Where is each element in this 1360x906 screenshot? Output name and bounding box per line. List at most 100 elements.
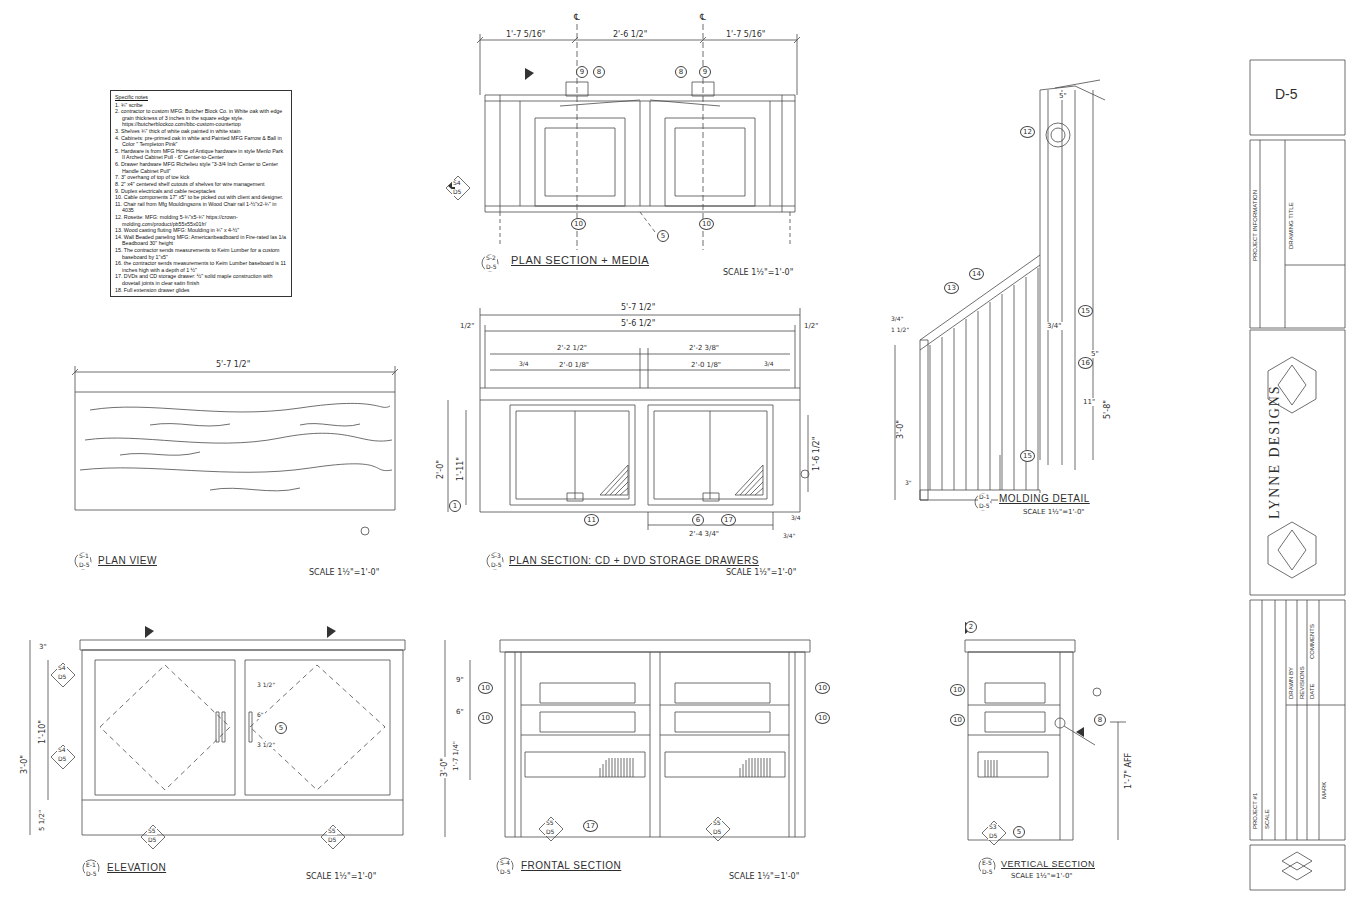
notes-heading: Specific notes: [115, 94, 287, 101]
dimension-text: 3 1/2": [256, 682, 276, 689]
note-item: 2. contractor to custom MFG: Butcher Blo…: [115, 108, 287, 128]
dimension-text: 6": [256, 712, 265, 719]
dimension-text: 1'-7 1/4": [452, 740, 460, 772]
callout-number: 10: [950, 714, 965, 726]
title-block-text: DRAWING TITLE: [1288, 201, 1295, 250]
callout-number: 10: [815, 712, 830, 724]
dimension-text: 1'-10": [38, 719, 47, 745]
title-block-text: D-5: [1274, 86, 1299, 102]
dimension-text: 3/4: [763, 361, 775, 368]
callout-number: 15: [1078, 305, 1093, 317]
section-marker: D5: [327, 837, 337, 844]
section-marker: S3: [988, 824, 998, 831]
dimension-text: 1/2": [459, 322, 476, 330]
title-block-text: PROJECT #1: [1252, 792, 1259, 830]
note-item: 9. Duplex electricals and cable receptac…: [115, 188, 287, 195]
callout-number: 12: [1020, 126, 1035, 138]
scale-note: SCALE 1½"=1'-0": [308, 568, 380, 577]
title-block-text: MARK: [1321, 781, 1328, 800]
callout-number: 15: [1020, 450, 1035, 462]
callout-number: 10: [571, 218, 586, 230]
callout-number: 5: [1013, 826, 1025, 838]
view-title: PLAN VIEW: [97, 555, 158, 567]
section-marker: S4: [452, 180, 462, 187]
title-block-text: REVISIONS: [1299, 665, 1306, 700]
section-marker: D5: [57, 674, 67, 681]
section-marker: S4: [57, 747, 67, 754]
dimension-text: 1/2": [803, 322, 820, 330]
section-marker: ℄: [573, 12, 581, 22]
dimension-text: 2'-2 3/8": [688, 344, 720, 352]
callout-number: 10: [950, 684, 965, 696]
dimension-text: 11": [1082, 398, 1096, 406]
dimension-text: 3/4: [518, 361, 530, 368]
note-item: 4. Cabinets: pre-primed oak in white and…: [115, 135, 287, 148]
section-marker: S5: [712, 820, 722, 827]
view-title: FRONTAL SECTION: [520, 860, 622, 872]
callout-number: 14: [969, 268, 984, 280]
view-title: PLAN SECTION: CD + DVD STORAGE DRAWERS: [508, 555, 760, 567]
note-item: 6. Drawer hardware MFG Richelieu style "…: [115, 161, 287, 174]
section-marker: D-5: [499, 869, 512, 876]
note-item: 13. Wood casting fluting MFG: Moulding i…: [115, 227, 287, 234]
section-marker: D5: [545, 829, 555, 836]
dimension-text: 2'-2 1/2": [556, 344, 588, 352]
section-marker: D5: [452, 189, 462, 196]
dimension-text: 3'-0": [20, 754, 29, 775]
note-item: 7. 3" overhang of top of toe kick: [115, 174, 287, 181]
section-marker: D-1: [978, 494, 991, 501]
note-item: 5. Hardware is from MFG Hose of Antique …: [115, 148, 287, 161]
callout-number: 9: [576, 66, 588, 78]
callout-number: 8: [675, 66, 687, 78]
scale-note: SCALE 1½"=1'-0": [305, 872, 377, 881]
dimension-text: 1'-7 5/16": [725, 30, 766, 39]
section-marker: D-5: [981, 869, 994, 876]
title-block-text: PROJECT INFORMATION: [1252, 189, 1259, 262]
section-marker: D5: [712, 829, 722, 836]
note-item: 15. The contractor sends measurements to…: [115, 247, 287, 260]
dimension-text: 2'-0 1/8": [558, 361, 590, 369]
note-item: 18. Full extension drawer glides: [115, 287, 287, 294]
section-marker: S5: [147, 828, 157, 835]
callout-number: 13: [944, 282, 959, 294]
callout-number: 17: [721, 514, 736, 526]
scale-note: SCALE 1½"=1'-0": [728, 872, 800, 881]
dimension-text: 6": [455, 708, 465, 716]
dimension-text: 3 1/2": [256, 742, 276, 749]
dimension-text: 2'-6 1/2": [612, 30, 648, 39]
scale-note: SCALE 1½"=1'-0": [1022, 508, 1086, 516]
section-marker: S-1: [78, 553, 90, 560]
dimension-text: 2'-0 1/8": [690, 361, 722, 369]
callout-number: 5: [657, 230, 669, 242]
callout-number: 9: [699, 66, 711, 78]
dimension-text: 5'-7 1/2": [620, 303, 656, 312]
callout-number: 11: [584, 514, 599, 526]
section-marker: D-5: [490, 562, 503, 569]
view-title: MOLDING DETAIL: [998, 493, 1091, 505]
section-marker: ℄: [699, 12, 707, 22]
notes-box: Specific notes1. ¾" scribe2. contractor …: [110, 90, 292, 297]
section-marker: D-5: [485, 264, 498, 271]
view-title: ELEVATION: [106, 862, 167, 874]
section-marker: E-1: [85, 862, 97, 869]
callout-number: 10: [478, 682, 493, 694]
dimension-text: 2'-0": [436, 459, 445, 480]
callout-number: 8: [1094, 714, 1106, 726]
dimension-text: 5": [1058, 92, 1068, 100]
note-item: 16. the contractor sends measurements to…: [115, 260, 287, 273]
dimension-text: 1'-7" AFF: [1124, 752, 1133, 790]
view-title: VERTICAL SECTION: [1000, 859, 1096, 869]
title-block-text: SCALE: [1264, 808, 1271, 830]
section-marker: S-3: [490, 553, 502, 560]
title-block-text: COMMENTS: [1309, 623, 1316, 660]
dimension-text: 3": [38, 643, 48, 651]
callout-number: 16: [1078, 357, 1093, 369]
dimension-text: 3/4": [1046, 322, 1063, 330]
dimension-text: 9": [455, 676, 465, 684]
section-marker: D-5: [978, 503, 991, 510]
callout-number: 10: [478, 712, 493, 724]
callout-number: 6: [692, 514, 704, 526]
callout-number: 8: [593, 66, 605, 78]
dimension-text: 3'-0": [440, 757, 449, 778]
dimension-text: 3": [904, 480, 913, 487]
